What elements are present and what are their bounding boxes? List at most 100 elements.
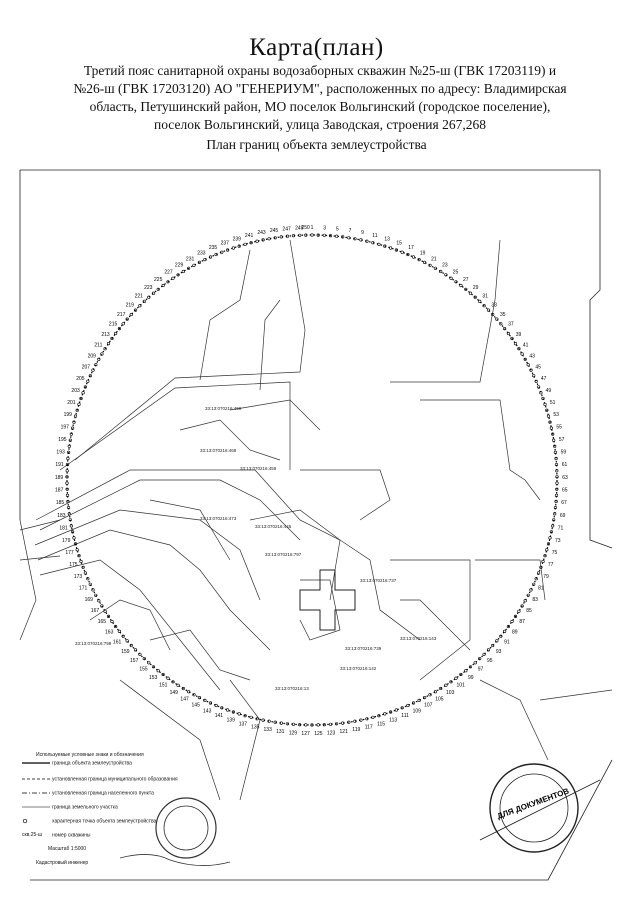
boundary-point — [166, 280, 170, 284]
map-frame — [19, 169, 613, 881]
legend-header: Используемые условные знаки и обозначени… — [36, 752, 144, 758]
boundary-point — [491, 643, 495, 648]
boundary-point — [72, 420, 76, 424]
boundary-point-label: 139 — [227, 718, 236, 724]
boundary-point-label: 7 — [349, 228, 352, 234]
boundary-point — [65, 463, 70, 467]
boundary-point — [291, 234, 296, 238]
boundary-point — [513, 342, 518, 346]
boundary-point-label: 67 — [561, 500, 567, 506]
boundary-point — [220, 706, 224, 710]
boundary-point-label: 147 — [180, 697, 189, 703]
boundary-point — [335, 722, 339, 726]
boundary-point — [439, 269, 443, 274]
boundary-point — [526, 593, 530, 597]
boundary-point-label: 99 — [468, 675, 474, 681]
boundary-point — [66, 499, 70, 504]
boundary-point-label: 195 — [58, 437, 67, 443]
boundary-point — [243, 714, 247, 718]
stamp-text: ДЛЯ ДОКУМЕНТОВ — [496, 786, 570, 820]
legend-symbol — [22, 818, 28, 824]
parcel-label: 33:13:070216:473 — [200, 516, 237, 521]
boundary-point — [94, 593, 98, 597]
boundary-point — [121, 322, 125, 326]
boundary-point — [520, 604, 524, 608]
boundary-point — [161, 672, 165, 677]
boundary-point — [197, 695, 201, 700]
boundary-point-label: 197 — [61, 424, 70, 430]
boundary-point — [267, 719, 271, 723]
boundary-point-label: 115 — [377, 721, 385, 727]
boundary-point — [347, 720, 351, 724]
boundary-point-label: 185 — [56, 500, 65, 506]
boundary-point — [129, 312, 133, 317]
boundary-point-label: 203 — [71, 388, 80, 394]
boundary-point-label: 113 — [389, 718, 397, 724]
parcel-label-group: 33:13:070216:469 33:13:070216:468 33:13:… — [75, 406, 437, 691]
boundary-point-label: 183 — [57, 513, 66, 519]
boundary-point — [267, 237, 271, 241]
boundary-point — [545, 408, 549, 412]
legend-symbol — [22, 778, 50, 780]
boundary-point — [151, 665, 156, 669]
boundary-point — [261, 718, 265, 722]
boundary-point — [353, 237, 357, 241]
boundary-point-label: 247 — [282, 226, 291, 232]
boundary-point-label: 163 — [105, 629, 114, 635]
boundary-point-label: 81 — [538, 586, 544, 592]
boundary-point — [506, 331, 511, 336]
boundary-point-label: 239 — [233, 236, 242, 242]
boundary-point-label: 23 — [442, 263, 448, 269]
boundary-point-label: 131 — [276, 729, 285, 735]
boundary-point — [444, 683, 448, 687]
boundary-point — [79, 559, 83, 564]
boundary-point-label: 157 — [130, 658, 139, 664]
boundary-point — [529, 368, 533, 372]
boundary-point — [377, 242, 381, 246]
boundary-point — [534, 577, 538, 581]
boundary-point — [125, 639, 129, 643]
boundary-point — [66, 450, 71, 455]
boundary-point — [541, 559, 545, 564]
cadastral-engineer: Кадастровый инженер — [36, 860, 89, 866]
boundary-point-label: 103 — [446, 690, 455, 696]
boundary-point-label: 45 — [535, 365, 541, 371]
boundary-point — [553, 506, 558, 510]
boundary-point — [517, 347, 521, 351]
boundary-point-label: 181 — [59, 525, 68, 531]
boundary-point — [383, 712, 387, 716]
boundary-point — [310, 723, 314, 727]
boundary-point — [520, 352, 524, 356]
boundary-point-label: 161 — [113, 639, 122, 645]
boundary-point — [156, 287, 160, 291]
boundary-point — [138, 304, 142, 308]
boundary-point-label: 191 — [55, 462, 64, 468]
boundary-point — [411, 701, 416, 705]
boundary-point — [536, 385, 541, 389]
boundary-point — [536, 571, 541, 575]
boundary-point — [499, 322, 503, 326]
boundary-point — [553, 512, 557, 516]
boundary-point-label: 119 — [352, 727, 360, 733]
parcel-label: 33:13:070216:142 — [340, 666, 377, 671]
boundary-point-label: 155 — [139, 667, 148, 673]
boundary-point-label: 3 — [323, 225, 326, 231]
boundary-point — [322, 723, 326, 727]
boundary-point — [394, 248, 399, 252]
boundary-point — [285, 722, 290, 726]
boundary-point — [459, 672, 463, 677]
boundary-point-label: 57 — [559, 437, 565, 443]
boundary-point — [117, 327, 121, 331]
round-seal — [119, 797, 231, 866]
boundary-point-label: 173 — [74, 574, 83, 580]
boundary-point — [423, 695, 427, 700]
boundary-point — [423, 260, 427, 265]
boundary-point — [439, 686, 443, 691]
parcel-lines — [19, 239, 613, 801]
boundary-point-label: 219 — [126, 303, 135, 309]
boundary-point-label: 59 — [561, 449, 567, 455]
boundary-point-label: 33 — [491, 303, 497, 309]
boundary-point-label: 49 — [546, 388, 552, 394]
boundary-point — [298, 233, 302, 237]
